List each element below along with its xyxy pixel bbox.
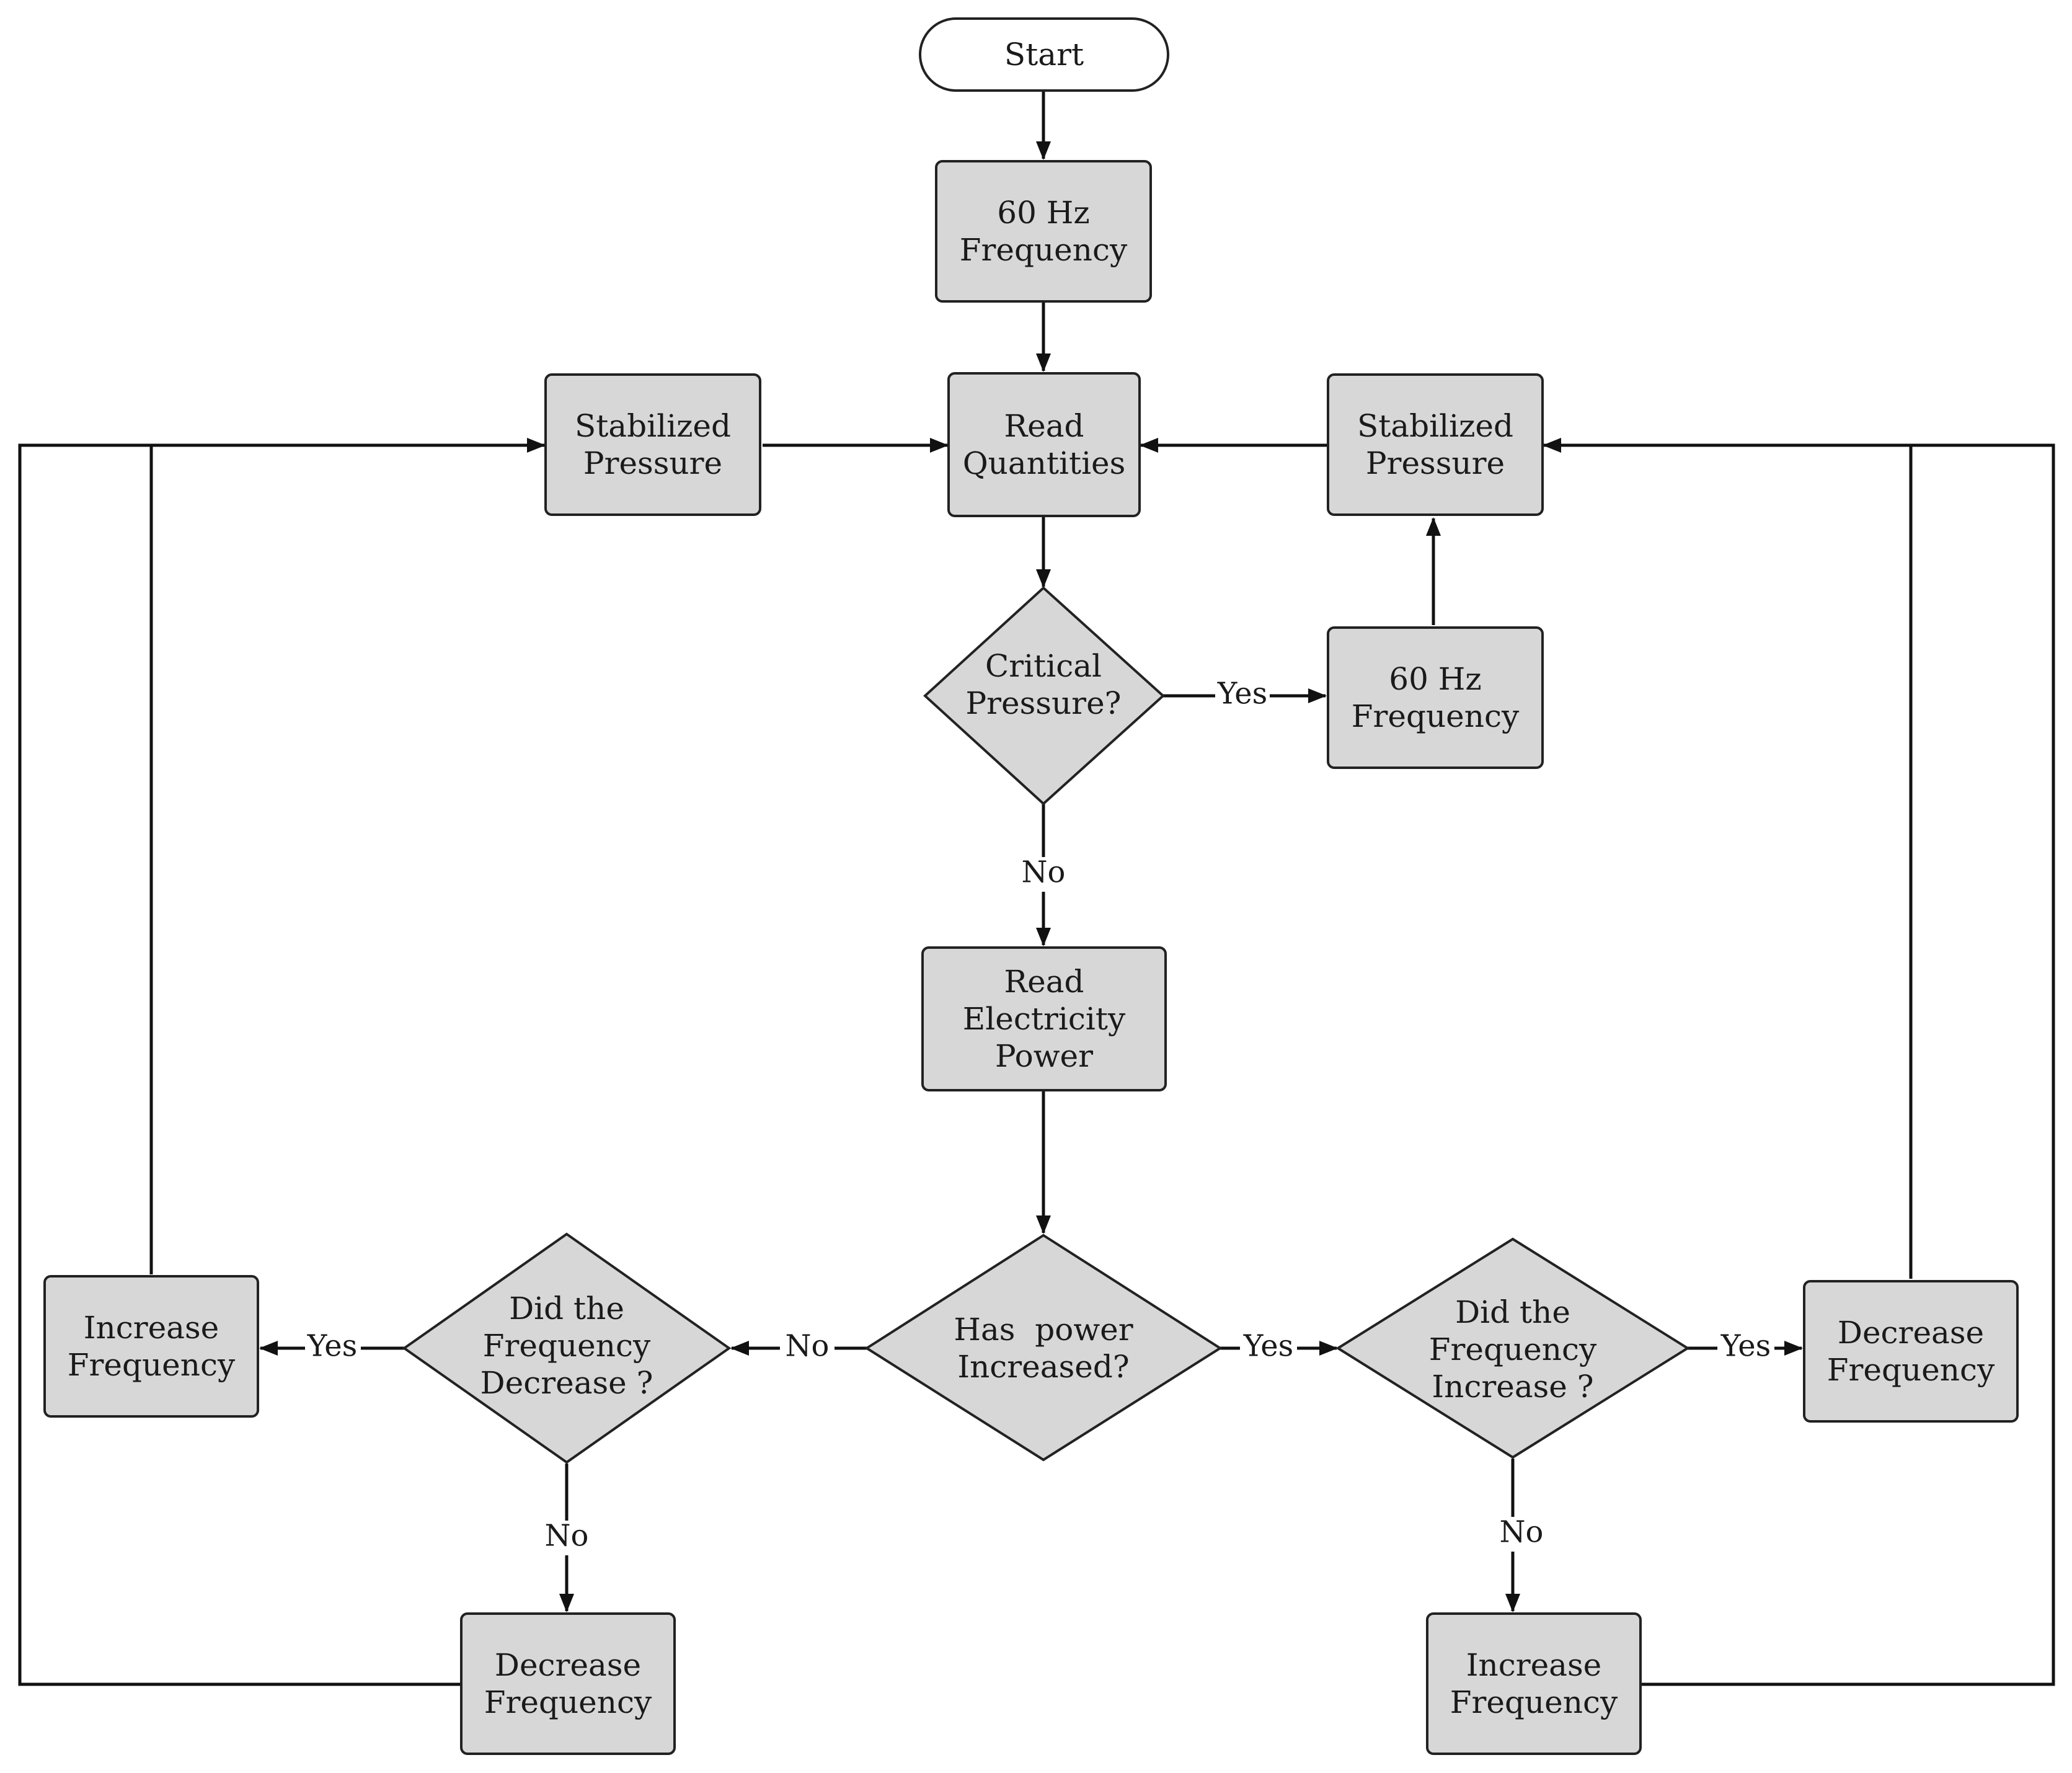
node-label-line: Decrease — [495, 1647, 641, 1683]
node-label-line: Power — [995, 1038, 1093, 1074]
node-label-line: Frequency — [1827, 1352, 1995, 1388]
label-bg — [1717, 1331, 1774, 1366]
decrease-no-label: No — [545, 1519, 589, 1553]
label-bg — [780, 1331, 835, 1366]
node-label-line: 60 Hz — [1389, 661, 1481, 697]
critical-yes-label: Yes — [1217, 677, 1268, 711]
node-label-line: Has power — [954, 1312, 1133, 1348]
decrease-yes-label: Yes — [307, 1329, 358, 1364]
label-bg — [1215, 678, 1270, 713]
node-label-line: Electricity — [963, 1001, 1126, 1037]
label-bg — [1017, 857, 1070, 892]
node-label-line: Did the — [509, 1291, 624, 1326]
increase-yes-label: Yes — [1720, 1329, 1771, 1364]
edge-dec-bottom-loop — [18, 438, 546, 1686]
node-label-line: Start — [1004, 37, 1084, 73]
node-label-line: Increased? — [957, 1349, 1129, 1385]
node-label-line: Critical — [985, 648, 1102, 684]
label-bg — [1494, 1517, 1549, 1552]
node-label-line: Frequency — [1352, 698, 1520, 734]
node-label-line: Did the — [1455, 1294, 1570, 1330]
node-label-line: Frequency — [68, 1347, 236, 1383]
node-label-line: Stabilized — [575, 408, 731, 444]
node-label-line: Pressure — [1366, 445, 1505, 481]
node-label-line: Pressure? — [966, 685, 1122, 721]
node-label-line: Frequency — [1429, 1331, 1597, 1367]
critical-no-label: No — [1022, 855, 1066, 890]
node-label-line: Frequency — [484, 1684, 652, 1720]
node-label-line: 60 Hz — [997, 195, 1089, 231]
edge-inc-bottom-loop — [1543, 438, 2055, 1686]
node-label-line: Read — [1004, 964, 1084, 1000]
node-label-line: Quantities — [963, 445, 1126, 481]
start-terminal: Start — [919, 17, 1169, 92]
node-label-line: Frequency — [1450, 1684, 1618, 1720]
node-label-line: Read — [1004, 408, 1084, 444]
increase-no-label: No — [1500, 1515, 1544, 1550]
node-label-line: Frequency — [960, 232, 1128, 268]
node-label-line: Decrease ? — [480, 1365, 653, 1401]
node-label-line: Increase — [1466, 1647, 1602, 1683]
node-label-line: Pressure — [583, 445, 722, 481]
label-bg — [539, 1521, 594, 1555]
label-bg — [305, 1331, 361, 1366]
node-label-line: Stabilized — [1357, 408, 1513, 444]
label-bg — [1240, 1331, 1297, 1366]
node-label-line: Decrease — [1838, 1315, 1984, 1351]
node-label-line: Increase — [84, 1310, 219, 1346]
power-yes-label: Yes — [1243, 1329, 1294, 1364]
node-label-line: Increase ? — [1432, 1369, 1593, 1405]
node-label-line: Frequency — [483, 1328, 651, 1364]
power-no-label: No — [786, 1329, 830, 1364]
start-label: Start — [1004, 37, 1084, 73]
